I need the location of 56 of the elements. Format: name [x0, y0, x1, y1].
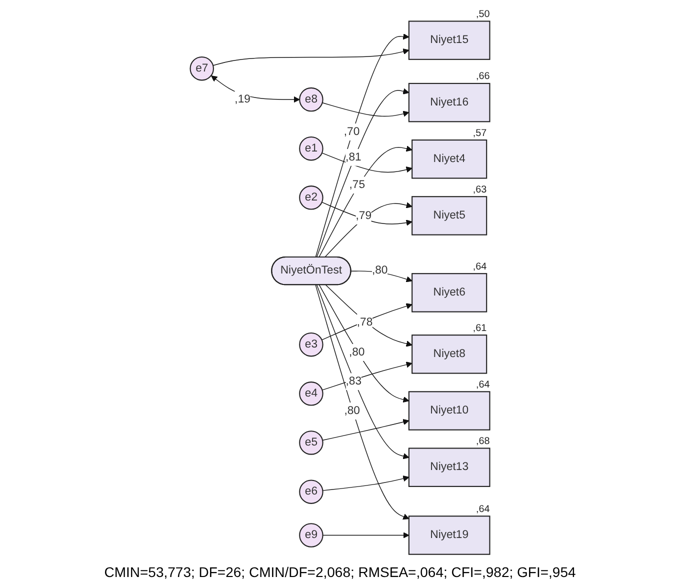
edge-label: ,19	[234, 93, 250, 106]
loading-value: ,64	[476, 379, 490, 390]
edge-label: ,83	[346, 375, 362, 388]
node-box: Niyet6	[412, 273, 488, 312]
node-box: Niyet8	[412, 334, 488, 374]
node-circle: e2	[299, 186, 324, 210]
node-circle: e6	[299, 480, 324, 504]
arrow	[324, 202, 412, 258]
arrow	[316, 88, 410, 258]
arrow	[318, 146, 412, 258]
node-box: Niyet16	[408, 82, 490, 122]
loading-value: ,66	[476, 71, 490, 82]
arrow	[212, 48, 410, 66]
arrow	[322, 102, 410, 117]
loading-value: ,64	[472, 261, 487, 272]
edge-label: ,70	[344, 126, 360, 138]
edge-label: ,79	[356, 210, 372, 222]
arrow	[315, 284, 410, 520]
loading-value: ,63	[472, 184, 487, 196]
edge-label: ,80	[344, 404, 360, 417]
edge-label: ,81	[346, 151, 362, 164]
loading-value: ,64	[476, 504, 490, 515]
edge-label: ,80	[348, 346, 365, 358]
node-box: Niyet19	[408, 516, 490, 555]
node-box: Niyet15	[408, 20, 490, 60]
node-box: Niyet5	[412, 196, 488, 236]
node-circle: e5	[299, 430, 324, 455]
edge-label: ,78	[356, 316, 373, 328]
arrow	[322, 362, 412, 390]
arrow	[316, 284, 410, 460]
arrow	[322, 152, 412, 173]
arrow	[325, 284, 412, 347]
node-box: Niyet10	[408, 391, 490, 430]
node-box: Niyet4	[412, 140, 488, 179]
arrow	[322, 202, 412, 226]
arrow	[315, 33, 410, 258]
node-circle: e1	[299, 136, 324, 161]
node-circle: e7	[190, 56, 214, 81]
node-circle: e9	[299, 523, 324, 548]
arrow	[322, 418, 410, 441]
arrow	[318, 284, 410, 403]
arrow	[322, 476, 410, 491]
edge-label: ,75	[349, 178, 365, 191]
node-circle: e8	[299, 87, 324, 112]
loading-value: ,61	[472, 322, 487, 334]
caption: CMIN=53,773; DF=26; CMIN/DF=2,068; RMSEA=,064; CFI=,982; GFI=,954	[104, 563, 576, 582]
node-box: Niyet13	[408, 448, 490, 487]
arrow	[322, 532, 410, 538]
arrow	[321, 303, 412, 340]
edge-label: ,80	[372, 264, 388, 276]
arrow	[211, 76, 300, 103]
loading-value: ,57	[472, 128, 487, 139]
loading-value: ,68	[476, 436, 490, 447]
node-circle: e3	[299, 332, 324, 357]
node-circle: e4	[299, 382, 324, 406]
loading-value: ,50	[476, 8, 490, 20]
